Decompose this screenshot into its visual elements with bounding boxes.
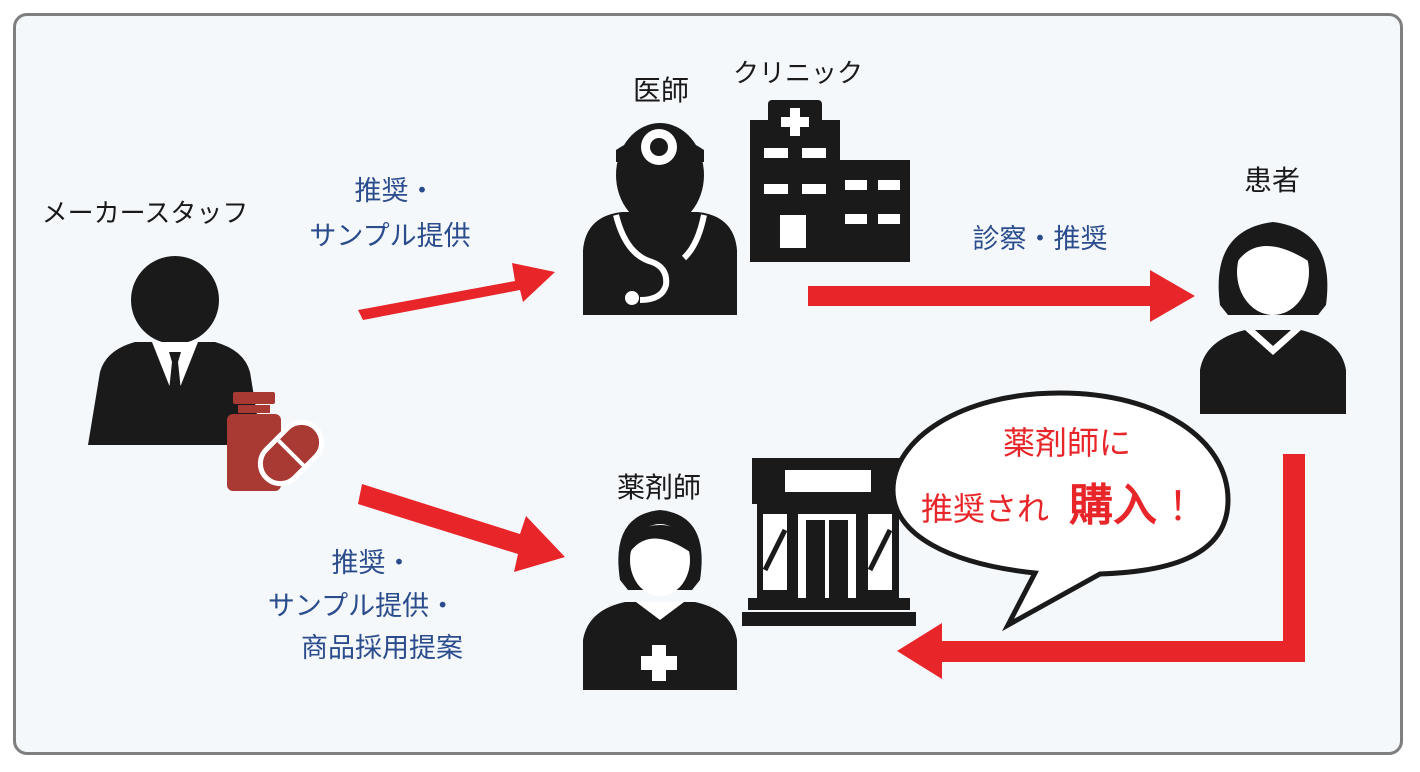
doctor-icon bbox=[583, 123, 737, 315]
flow-label-doctor-patient: 診察・推奨 bbox=[973, 224, 1108, 255]
speech-bubble bbox=[890, 390, 1231, 632]
flow-label-maker-pharmacist-1: 推奨・ bbox=[332, 548, 413, 579]
flow-label-maker-doctor-2: サンプル提供 bbox=[309, 221, 470, 252]
speech-line-2b: 購入 bbox=[1069, 480, 1157, 531]
arrow-maker-to-pharmacist bbox=[358, 484, 565, 572]
pharmacist-icon bbox=[583, 510, 737, 690]
medicine-icon bbox=[227, 392, 325, 491]
patient-label: 患者 bbox=[1244, 164, 1300, 197]
maker-staff-label: メーカースタッフ bbox=[42, 199, 249, 229]
pharmacist-label: 薬剤師 bbox=[617, 471, 701, 504]
arrow-patient-to-pharmacy bbox=[897, 454, 1305, 679]
flow-label-maker-doctor-1: 推奨・ bbox=[355, 176, 436, 207]
clinic-building-icon bbox=[750, 100, 910, 262]
clinic-label: クリニック bbox=[733, 59, 863, 89]
arrow-doctor-to-patient bbox=[808, 270, 1195, 322]
patient-icon bbox=[1200, 222, 1346, 414]
flow-label-maker-pharmacist-3: 商品採用提案 bbox=[301, 633, 463, 664]
speech-line-2c: ！ bbox=[1168, 484, 1208, 530]
pharmacy-store-icon bbox=[742, 458, 916, 626]
arrow-maker-to-doctor bbox=[358, 263, 555, 320]
speech-line-2a: 推奨され bbox=[921, 490, 1049, 528]
flow-label-maker-pharmacist-2: サンプル提供・ bbox=[268, 591, 456, 622]
doctor-label: 医師 bbox=[633, 74, 689, 107]
speech-line-1: 薬剤師に bbox=[1003, 424, 1131, 462]
businessman-icon bbox=[88, 256, 262, 445]
